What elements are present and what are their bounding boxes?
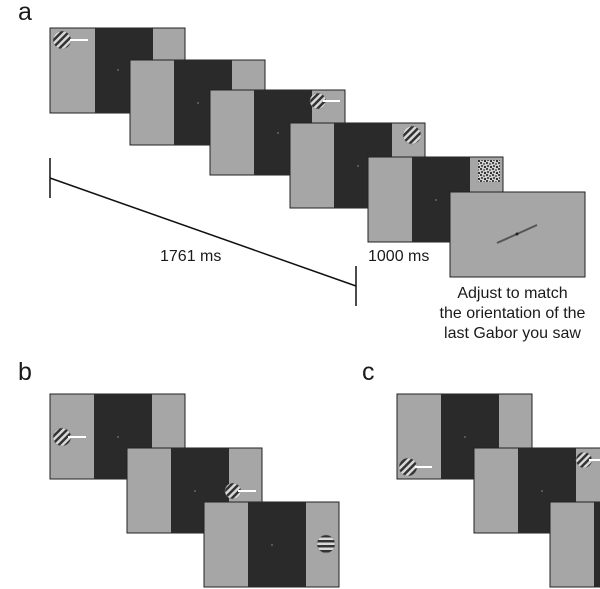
instruction-line-2: the orientation of the xyxy=(439,305,586,322)
panel-label-b: b xyxy=(18,358,32,386)
response-screen xyxy=(449,191,586,278)
response-instruction: Adjust to match the orientation of the l… xyxy=(425,284,600,344)
frame-b1 xyxy=(49,393,186,480)
mask-duration-label: 1000 ms xyxy=(368,248,430,265)
timeline xyxy=(49,158,357,306)
gabor-patch xyxy=(52,30,72,50)
instruction-line-1: Adjust to match xyxy=(457,285,568,302)
frame-c3 xyxy=(549,501,600,588)
frame-b3 xyxy=(203,501,340,588)
panel-label-a: a xyxy=(18,0,32,26)
blank-duration-label: 1761 ms xyxy=(160,248,222,265)
gabor-patch xyxy=(402,125,422,145)
gabor-patch xyxy=(316,534,336,554)
panel-label-c: c xyxy=(362,358,375,386)
instruction-line-3: last Gabor you saw xyxy=(444,325,581,342)
gabor-patch xyxy=(398,457,418,477)
noise-mask xyxy=(478,160,500,182)
